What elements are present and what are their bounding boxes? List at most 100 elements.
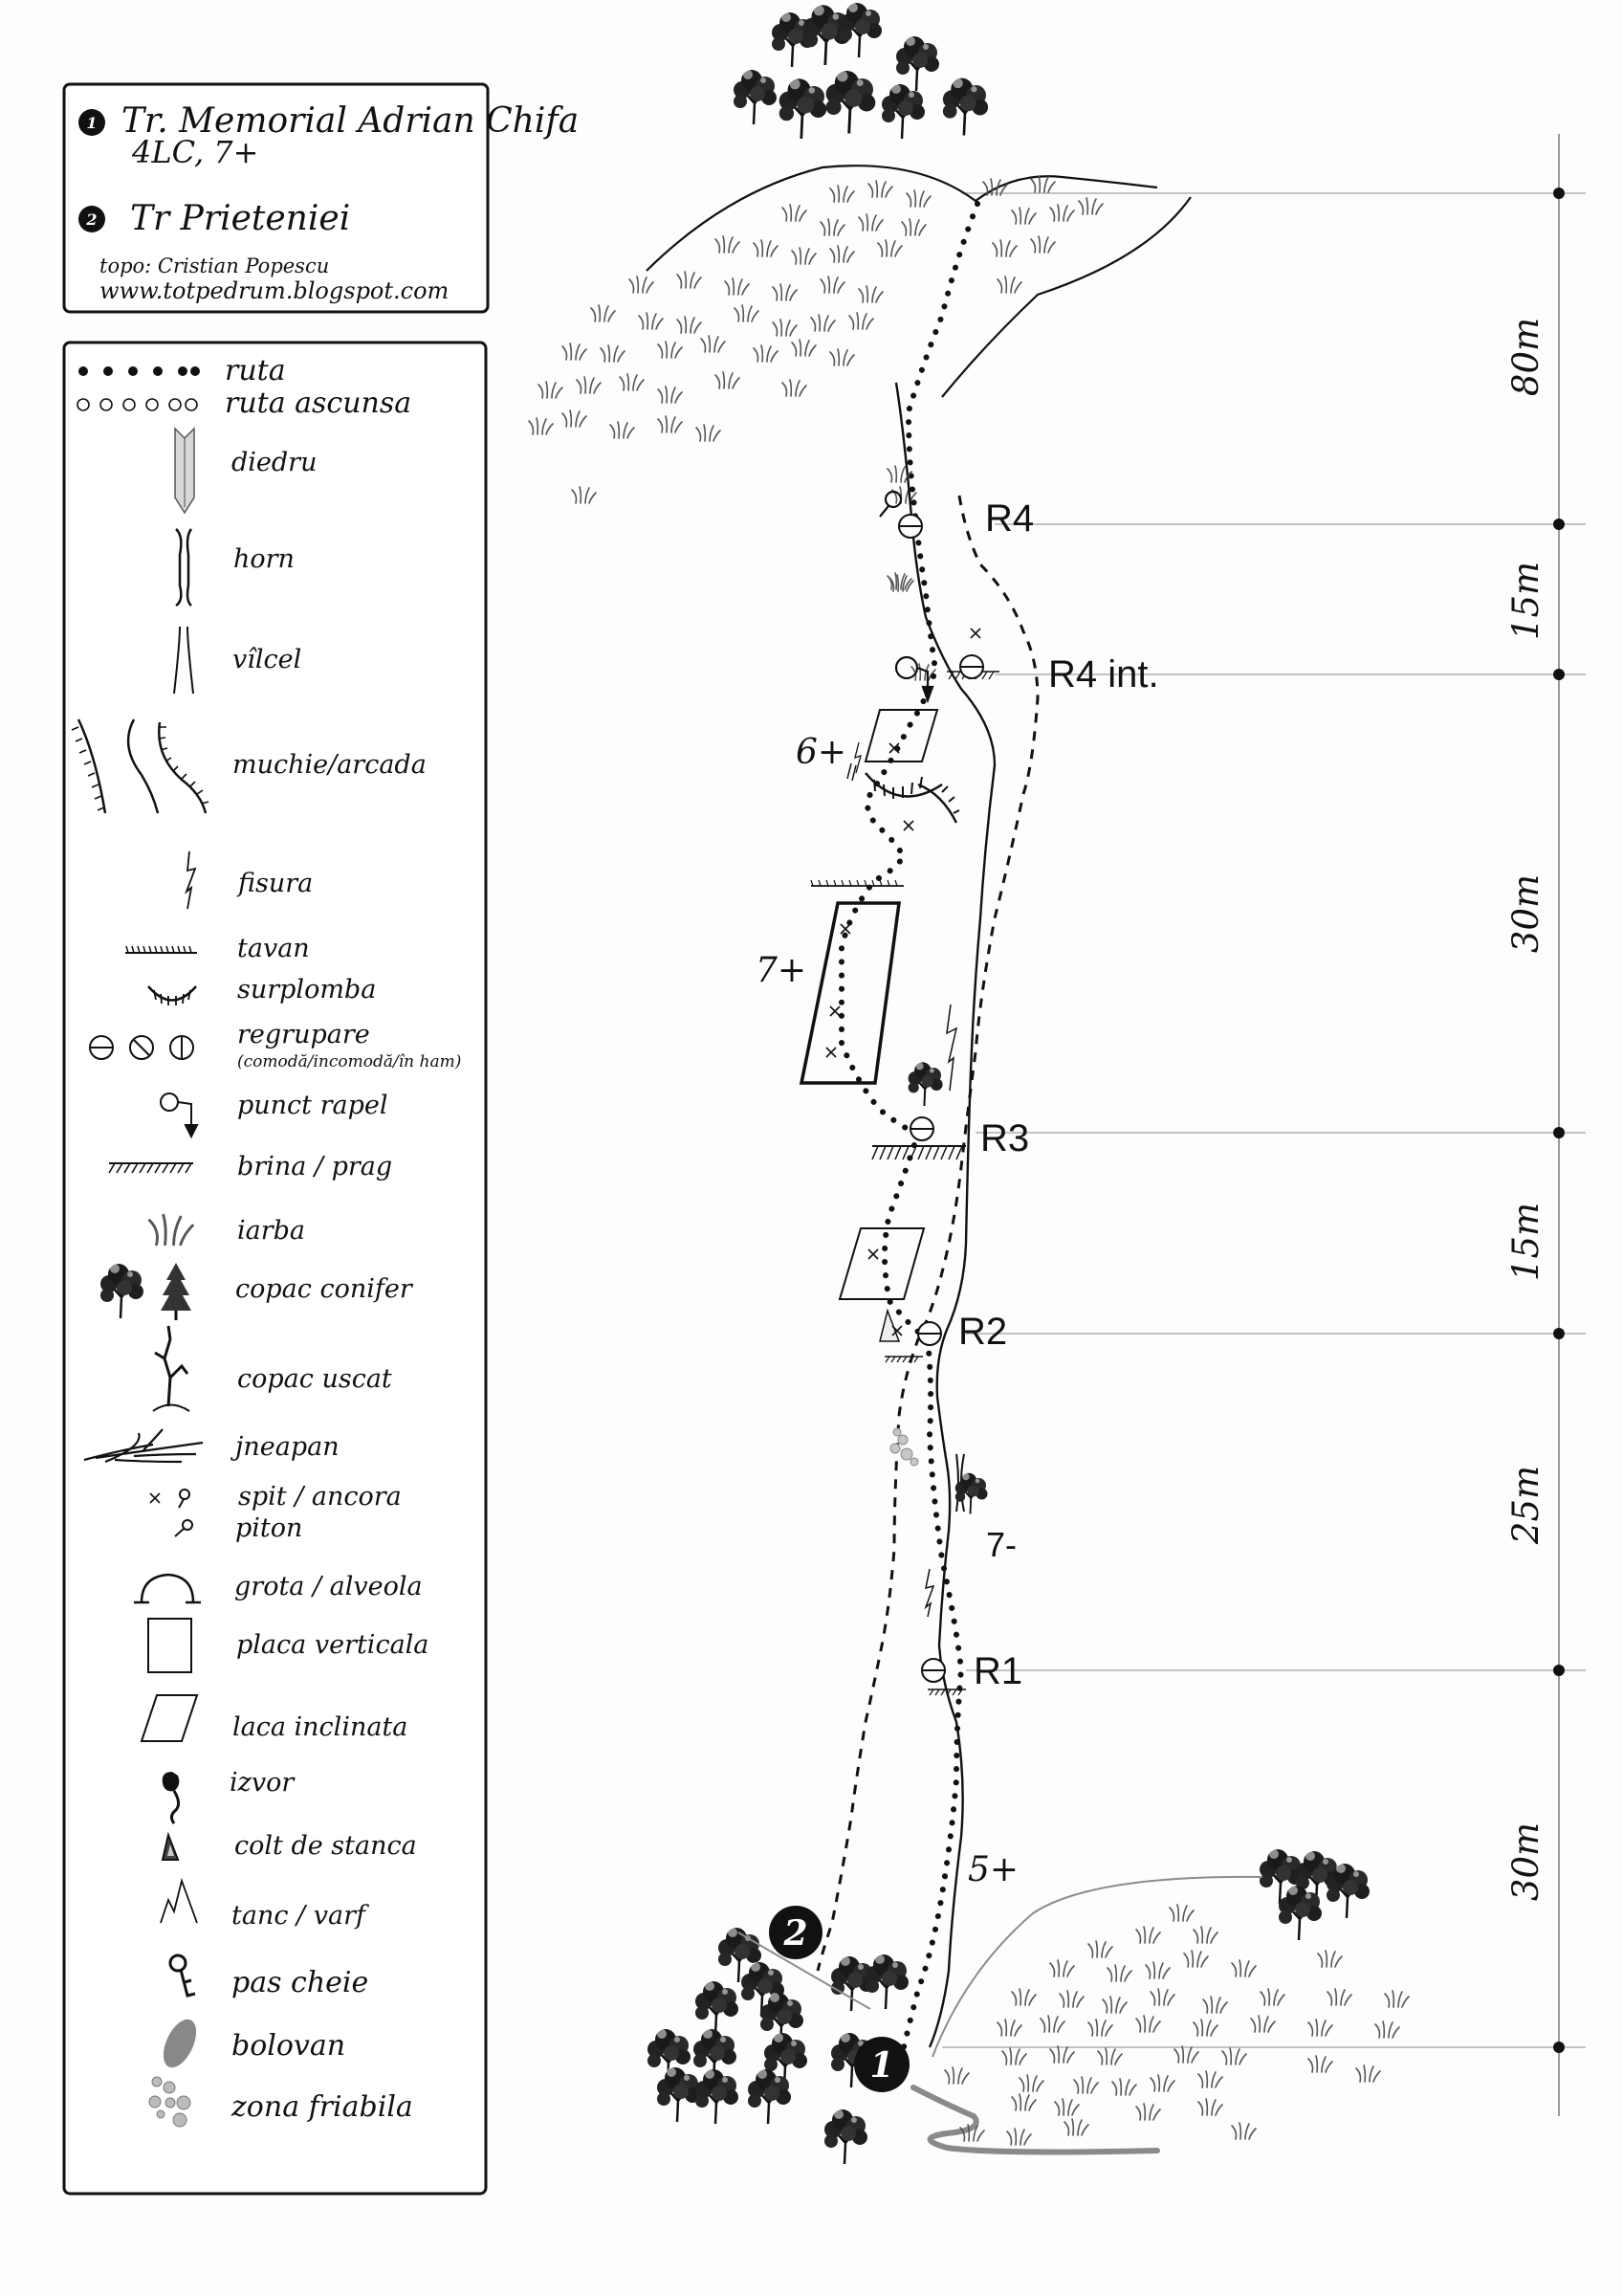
fisura-icon xyxy=(185,850,197,910)
tavan-icon xyxy=(125,945,197,954)
legend-ruta-label: ruta xyxy=(225,354,286,387)
tanc-varf-icon xyxy=(160,1877,198,1924)
legend-regrupare-label: regrupare xyxy=(237,1020,370,1049)
legend-horn-label: horn xyxy=(233,544,295,574)
credit-author: topo: Cristian Popescu xyxy=(99,254,329,277)
route1-number: 1 xyxy=(86,114,97,132)
belay-r4-label: R4 xyxy=(985,497,1034,540)
route2-number: 2 xyxy=(85,210,97,229)
legend-bolovan-label: bolovan xyxy=(231,2029,345,2063)
legend: ruta ruta ascunsa diedru horn vîlcel xyxy=(62,341,488,2196)
route1-grade: 4LC, 7+ xyxy=(131,134,258,170)
legend-frame xyxy=(62,341,488,2196)
summit-ridge xyxy=(646,165,1192,398)
punct-rapel-icon xyxy=(160,1093,199,1139)
legend-tavan-label: tavan xyxy=(237,934,310,963)
legend-iarba-label: iarba xyxy=(237,1216,305,1246)
legend-brina-label: brina / prag xyxy=(237,1152,392,1181)
route-1-line xyxy=(838,201,980,2050)
legend-pas-cheie-label: pas cheie xyxy=(231,1966,368,1999)
legend-tanc-label: tanc / varf xyxy=(231,1901,369,1931)
belay-r4-int-label: R4 int. xyxy=(1048,653,1159,695)
legend-ruta-ascunsa-label: ruta ascunsa xyxy=(225,386,411,420)
grota-icon xyxy=(134,1573,201,1604)
legend-vilcel-label: vîlcel xyxy=(232,645,301,674)
grade-6plus: 6+ xyxy=(796,733,846,772)
rappel-points xyxy=(879,490,934,704)
izvor-icon xyxy=(162,1772,181,1824)
brina-r3 xyxy=(871,1145,963,1160)
route-2-start-marker: 2 xyxy=(769,1906,822,1959)
zona-friabila-icon xyxy=(148,2076,191,2128)
upper-surplomba xyxy=(865,772,943,798)
scale-segment-30m-middle: 30m xyxy=(1505,874,1546,953)
title-box-frame xyxy=(62,82,490,314)
belay-symbols xyxy=(898,514,984,1683)
placa-verticala-main xyxy=(799,901,901,1085)
laca-inclinata-lower xyxy=(838,1227,926,1300)
base-grass xyxy=(944,1904,1410,2146)
legend-ruta-symbol xyxy=(78,366,200,376)
upper-laca-inclinata xyxy=(864,709,939,762)
route-2-line xyxy=(816,495,1040,1972)
route-2-start-number: 2 xyxy=(782,1913,807,1954)
laca-inclinata-icon xyxy=(140,1694,199,1742)
rock-outline xyxy=(894,382,997,2048)
base-slope xyxy=(737,1875,1263,2058)
tree-r3 xyxy=(907,1061,944,1108)
summit-trees xyxy=(732,1,990,141)
route1-name: Tr. Memorial Adrian Chifa xyxy=(121,101,579,141)
legend-ruta-ascunsa-symbol xyxy=(77,398,198,411)
piton-icon xyxy=(174,1519,193,1537)
scale-segment-15m-bottom: 15m xyxy=(1505,1203,1546,1281)
surplomba-icon xyxy=(147,985,197,1005)
legend-placa-verticala-label: placa verticala xyxy=(236,1630,428,1660)
legend-muchie-label: muchie/arcada xyxy=(232,750,427,780)
scale-ticks xyxy=(1553,188,1565,2053)
grade-5plus: 5+ xyxy=(968,1850,1019,1889)
legend-piton-label: piton xyxy=(235,1513,302,1543)
belay-r3-label: R3 xyxy=(980,1117,1029,1159)
legend-copac-uscat-label: copac uscat xyxy=(237,1364,392,1394)
belay-r1-label: R1 xyxy=(974,1650,1022,1692)
route1-number-badge xyxy=(78,109,105,136)
muchie-arcada-icon xyxy=(71,718,209,814)
brina-icon xyxy=(108,1162,193,1174)
colt-icon xyxy=(161,1831,180,1861)
legend-colt-label: colt de stanca xyxy=(234,1831,417,1861)
scale-segment-30m-bottom: 30m xyxy=(1505,1822,1546,1901)
vilcel-icon xyxy=(173,626,194,695)
route-1-start-number: 1 xyxy=(869,2045,893,2086)
legend-spit-label: spit / ancora xyxy=(238,1482,402,1512)
belay-r2-label: R2 xyxy=(958,1311,1007,1353)
route2-number-badge xyxy=(78,206,105,232)
horn-icon xyxy=(175,528,193,607)
legend-surplomba-label: surplomba xyxy=(237,975,376,1004)
scale-segment-80m: 80m xyxy=(1505,318,1546,396)
tanc-r2 xyxy=(879,1308,901,1342)
legend-grota-label: grota / alveola xyxy=(234,1572,423,1601)
diedru-icon xyxy=(174,427,195,515)
placa-verticala-icon xyxy=(147,1618,192,1673)
scale-segment-25m: 25m xyxy=(1505,1466,1546,1545)
legend-punct-rapel-label: punct rapel xyxy=(237,1091,388,1120)
legend-zona-friabila-label: zona friabila xyxy=(230,2090,413,2124)
scale-segment-15m-top: 15m xyxy=(1505,562,1546,640)
legend-diedru-label: diedru xyxy=(231,448,317,477)
legend-fisura-label: fisura xyxy=(236,869,313,898)
regrupare-icon xyxy=(89,1035,194,1060)
upper-muchie xyxy=(917,783,958,824)
approach-trail xyxy=(910,2085,1160,2155)
route2-name: Tr Prieteniei xyxy=(130,199,350,238)
legend-regrupare-note: (comodă/incomodă/în ham) xyxy=(237,1052,461,1071)
dead-tree-icon xyxy=(152,1325,190,1412)
pitch-features xyxy=(799,671,999,1696)
legend-laca-inclinata-label: laca inclinata xyxy=(232,1712,407,1742)
grade-7minus: 7- xyxy=(986,1525,1017,1564)
friable-zone xyxy=(889,1427,919,1467)
title-box: 1 Tr. Memorial Adrian Chifa 4LC, 7+ 2 Tr… xyxy=(62,82,579,314)
route-1-start-marker: 1 xyxy=(854,2037,910,2092)
legend-izvor-label: izvor xyxy=(230,1768,296,1798)
